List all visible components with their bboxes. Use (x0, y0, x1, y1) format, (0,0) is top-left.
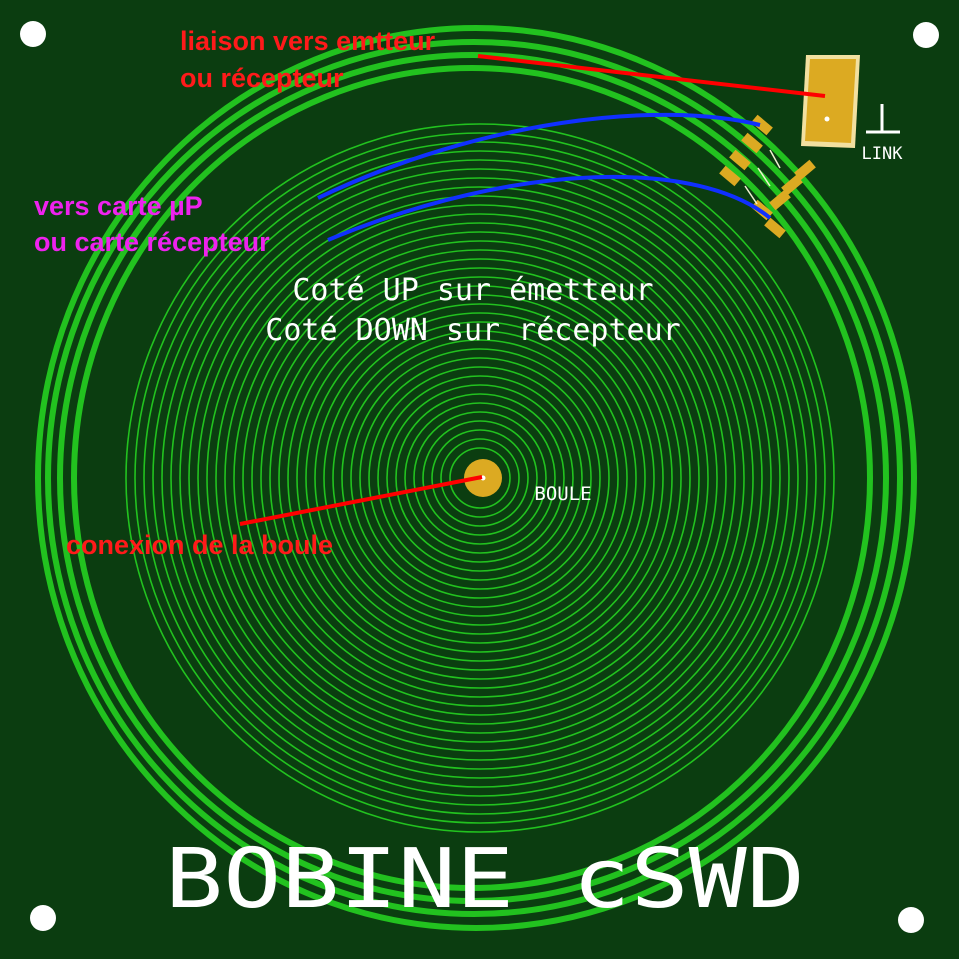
ball-note: conexion de la boule (66, 530, 333, 560)
inner-coil-turn (332, 330, 628, 626)
inner-coil-turn (197, 195, 763, 761)
inner-coil-turn (224, 222, 736, 734)
inner-coil-turn (188, 186, 772, 770)
mounting-hole-icon (20, 21, 46, 47)
link-pad (805, 59, 856, 143)
wire-red-link (477, 54, 826, 98)
inner-coil-turn (314, 312, 646, 644)
inner-coil-turn (251, 249, 709, 707)
inner-coil-turn (386, 384, 574, 572)
center-label: BOULE (534, 483, 591, 505)
wire-blue-upper (317, 112, 761, 200)
inner-coil-turn (377, 375, 583, 581)
inner-coil-turn (278, 276, 682, 680)
jumper-symbol-icon (866, 104, 900, 134)
inner-coil-turn (143, 141, 817, 815)
outer-coil-turn (45, 39, 903, 917)
inner-coil-turn (341, 339, 619, 617)
inner-coil-turn (449, 447, 511, 509)
wire-blue-lower (327, 174, 772, 242)
inner-coil-turn (260, 258, 700, 698)
outer-coil-turn (35, 25, 917, 931)
inner-coil-turn (287, 285, 673, 671)
inner-coil-turn (296, 294, 664, 662)
inner-coil-turn (215, 213, 745, 743)
inner-coil-turn (368, 366, 592, 590)
link-note-line-1: liaison vers emtteur (180, 26, 436, 56)
inner-coil-turn (323, 321, 637, 635)
mounting-hole-icon (30, 905, 56, 931)
inner-coil-turn (395, 393, 565, 563)
inner-coil-turn (125, 123, 835, 833)
inner-coil-turn (431, 429, 529, 527)
outer-coil-turn (71, 65, 873, 891)
inner-coil-turn (422, 420, 538, 536)
smd-pads (719, 114, 816, 239)
board-title: BOBINE cSWD (165, 832, 805, 927)
inner-coil-turn (206, 204, 754, 752)
side-down-label: Coté DOWN sur récepteur (265, 313, 680, 348)
inner-coil-turn (269, 267, 691, 689)
inner-coil-turn (350, 348, 610, 608)
outer-coil-turn (57, 52, 889, 904)
inner-coil-turn (233, 231, 727, 725)
up-note-line-1: vers carte µP (34, 191, 203, 221)
link-pad-via (824, 116, 830, 122)
mounting-hole-icon (913, 22, 939, 48)
up-note-line-2: ou carte récepteur (34, 227, 270, 257)
link-label: LINK (862, 144, 904, 164)
inner-coil-turn (134, 132, 826, 824)
inner-coil-turn (440, 438, 520, 518)
inner-coil-turn (359, 357, 601, 599)
link-note-line-2: ou récepteur (180, 63, 344, 93)
inner-coil (125, 123, 835, 833)
inner-coil-turn (179, 177, 781, 779)
inner-coil-turn (170, 168, 790, 788)
outer-coil (35, 25, 917, 931)
inner-coil-turn (242, 240, 718, 716)
inner-coil-turn (161, 159, 799, 797)
mounting-hole-icon (898, 907, 924, 933)
inner-coil-turn (404, 402, 556, 554)
inner-coil-turn (152, 150, 808, 806)
smd-silkscreen (744, 149, 781, 205)
inner-coil-turn (305, 303, 655, 653)
inner-coil-turn (413, 411, 547, 545)
wire-red-ball (239, 475, 483, 526)
side-up-label: Coté UP sur émetteur (292, 273, 653, 308)
